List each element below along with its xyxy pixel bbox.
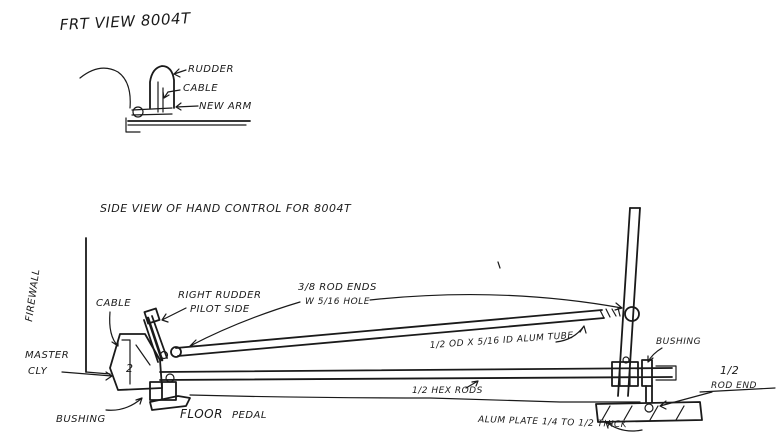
right-bushing-label: BUSHING bbox=[656, 337, 701, 347]
pilot-side-label: PILOT SIDE bbox=[190, 304, 250, 315]
stick-pivot bbox=[622, 356, 630, 364]
floor-pedal bbox=[149, 395, 191, 411]
master-cyl-arrow bbox=[61, 371, 113, 381]
left-bushing bbox=[149, 381, 177, 401]
front-view-rudder-label: RUDDER bbox=[188, 64, 234, 75]
right-bushing-nut bbox=[641, 359, 653, 387]
rod-ends-label-2: W 5/16 HOLE bbox=[305, 297, 370, 307]
floor-line bbox=[85, 371, 641, 403]
alum-plate-hatch bbox=[601, 405, 685, 421]
alum-tube-label: 1/2 OD X 5/16 ID ALUM TUBE bbox=[430, 331, 574, 351]
rod-end-support-eye bbox=[644, 403, 654, 413]
front-view-cable bbox=[157, 81, 164, 113]
hex-rods-arrow bbox=[465, 380, 479, 389]
alum-tube-top bbox=[175, 309, 603, 349]
side-view-title: SIDE VIEW OF HAND CONTROL FOR 8004T bbox=[100, 202, 352, 215]
master-cyl-label-1: MASTER bbox=[25, 350, 69, 361]
alum-tube-arrow bbox=[555, 325, 587, 343]
right-bushing bbox=[611, 361, 639, 387]
cable-arrow bbox=[109, 311, 119, 347]
front-view-rudder-pedal bbox=[149, 65, 175, 109]
right-bushing-detail bbox=[619, 361, 677, 387]
master-cylinder-detail bbox=[121, 339, 151, 385]
front-view-new-arm-label: NEW ARM bbox=[199, 101, 252, 112]
rod-end-label-2: ROD END bbox=[711, 381, 757, 391]
right-bushing-arrow bbox=[647, 347, 663, 363]
front-view-wheel-well bbox=[79, 67, 131, 109]
hex-rod-bottom bbox=[159, 376, 673, 381]
alum-plate-label: ALUM PLATE 1/4 TO 1/2 THICK bbox=[477, 415, 628, 430]
alum-tube-hatch bbox=[599, 307, 621, 319]
floor-right bbox=[699, 387, 776, 393]
hex-rod-top bbox=[159, 367, 673, 373]
right-rudder-arrow bbox=[161, 307, 187, 323]
rod-end-left bbox=[170, 346, 182, 358]
rod-end-right bbox=[624, 306, 640, 322]
front-view-title: FRT VIEW 8004T bbox=[59, 9, 192, 34]
side-view: SIDE VIEW OF HAND CONTROL FOR 8004T FIRE… bbox=[24, 202, 776, 432]
rod-end-arrow bbox=[659, 391, 713, 410]
front-view-pivot bbox=[132, 106, 144, 118]
floor-label: FLOOR bbox=[180, 407, 223, 421]
front-view-bracket bbox=[125, 117, 141, 133]
right-rudder-label: RIGHT RUDDER bbox=[178, 290, 261, 301]
left-bushing-arrow bbox=[105, 397, 143, 411]
rod-end-label-1: 1/2 bbox=[720, 364, 739, 377]
master-cylinder-body bbox=[109, 333, 163, 391]
cable-label: CABLE bbox=[96, 298, 131, 309]
rudder-pedal-lever bbox=[146, 316, 164, 362]
tick-mark bbox=[497, 261, 501, 269]
rod-ends-arrow-right bbox=[369, 293, 623, 311]
rod-ends-arrow-left bbox=[189, 301, 301, 347]
front-view-cable-label: CABLE bbox=[183, 83, 218, 94]
hex-rods-label: 1/2 HEX RODS bbox=[412, 386, 483, 396]
front-view-new-arm bbox=[131, 107, 173, 116]
firewall-label: FIREWALL bbox=[24, 268, 42, 322]
pedal-label: PEDAL bbox=[232, 410, 267, 421]
front-view-cable-arrow bbox=[162, 89, 181, 99]
alum-tube-bottom bbox=[177, 317, 605, 357]
master-cylinder-number: 2 bbox=[126, 362, 134, 375]
rod-ends-label-1: 3/8 ROD ENDS bbox=[298, 282, 377, 293]
alum-plate bbox=[595, 401, 703, 423]
rod-end-support bbox=[645, 385, 653, 403]
front-view: FRT VIEW 8004T RUDDER CABLE NEW ARM bbox=[59, 9, 252, 133]
alum-plate-arrow bbox=[605, 421, 643, 432]
rudder-pedal-pad bbox=[143, 307, 161, 325]
front-view-rudder-arrow bbox=[173, 68, 187, 78]
pedal-pivot-upper bbox=[159, 350, 169, 360]
left-bushing-label: BUSHING bbox=[56, 414, 106, 425]
master-cyl-label-2: CLY bbox=[28, 366, 48, 377]
front-view-arm-arrow bbox=[175, 102, 199, 111]
